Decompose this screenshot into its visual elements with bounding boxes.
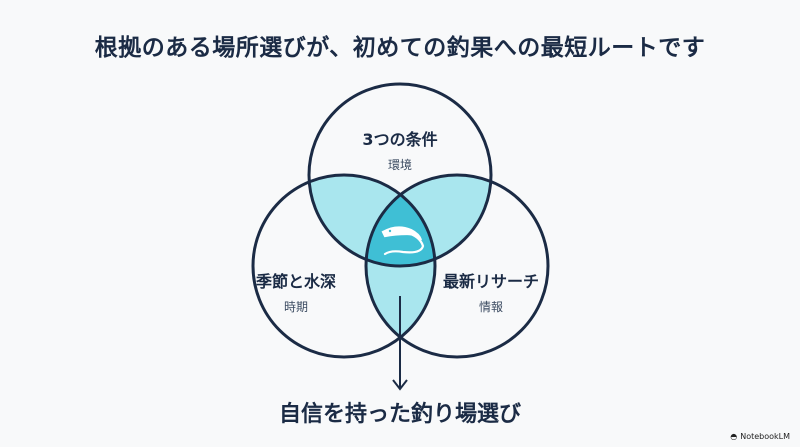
notebooklm-icon: ◓ bbox=[730, 432, 738, 441]
circle-research bbox=[364, 173, 550, 359]
notebooklm-logo: ◓ NotebookLM bbox=[730, 432, 790, 441]
result-text: 自信を持った釣り場選び bbox=[278, 402, 521, 427]
circle-conditions bbox=[307, 82, 493, 268]
label-conditions: 3つの条件 環境 bbox=[362, 126, 437, 173]
page-title: 根拠のある場所選びが、初めての釣果への最短ルートです bbox=[94, 35, 706, 61]
fish-icon bbox=[381, 226, 425, 256]
circle-subtitle: 環境 bbox=[387, 158, 413, 172]
arrow-down-icon bbox=[392, 296, 408, 391]
brand-label: NotebookLM bbox=[740, 432, 790, 441]
circle-title: 季節と水深 bbox=[255, 272, 337, 291]
label-season: 季節と水深 時期 bbox=[256, 268, 336, 315]
overlap-center bbox=[366, 175, 435, 266]
circle-subtitle: 時期 bbox=[283, 300, 309, 314]
circle-subtitle: 情報 bbox=[478, 300, 504, 314]
label-research: 最新リサーチ 情報 bbox=[443, 268, 539, 315]
circle-season bbox=[251, 173, 437, 359]
circle-title: 最新リサーチ bbox=[442, 272, 540, 291]
circle-title: 3つの条件 bbox=[362, 130, 438, 149]
